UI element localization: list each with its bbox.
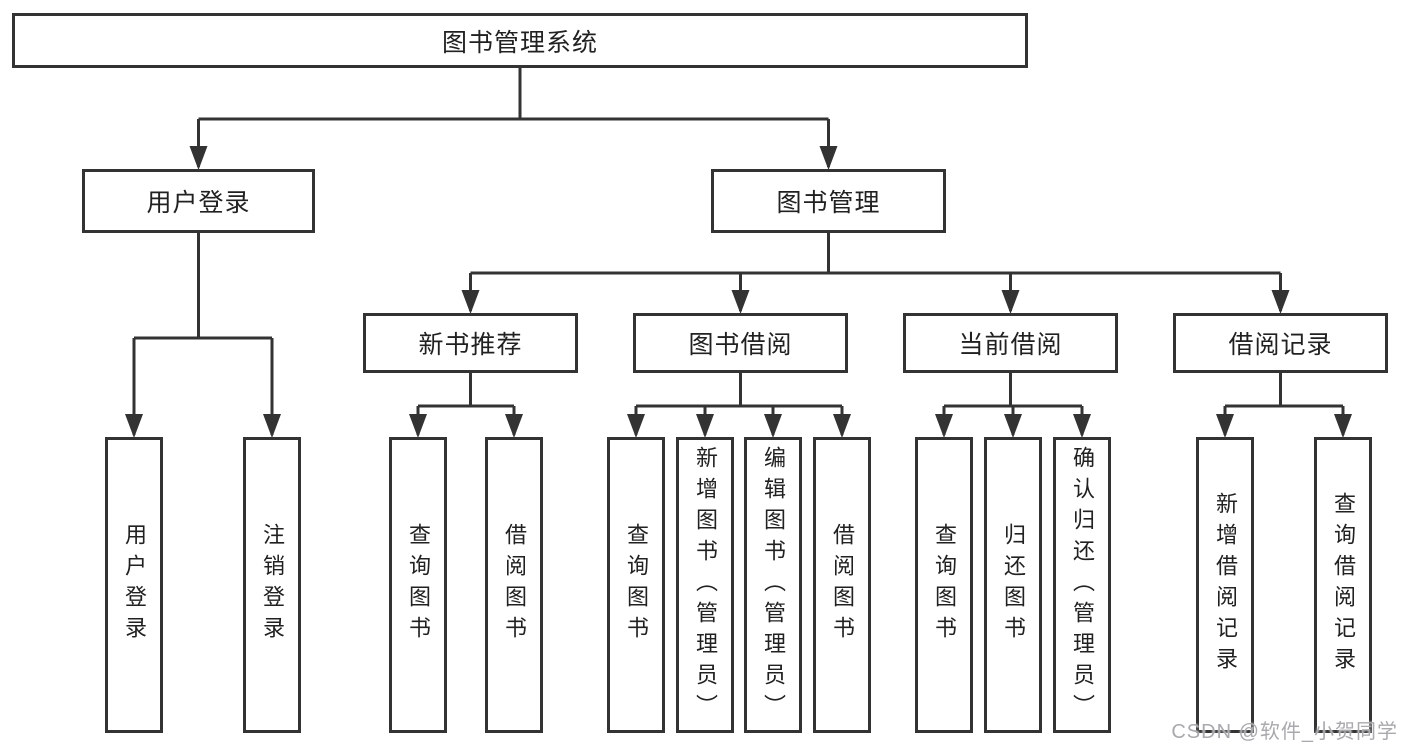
leaf-label: 归还图书 — [1001, 523, 1026, 647]
node-label: 新书推荐 — [418, 331, 523, 359]
leaf-confirm-return-admin: 确认归还（管理员） — [1053, 437, 1111, 733]
leaf-current-query-books: 查询图书 — [915, 437, 973, 733]
node-borrowing-records: 借阅记录 — [1173, 313, 1388, 373]
leaf-recommend-query-books: 查询图书 — [389, 437, 447, 733]
node-new-book-recommendation: 新书推荐 — [363, 313, 578, 373]
leaf-label: 新增图书（管理员） — [693, 445, 718, 725]
leaf-user-login: 用户登录 — [105, 437, 163, 733]
leaf-label: 借阅图书 — [502, 523, 527, 647]
connector-arrows — [125, 119, 1352, 438]
node-current-borrowing: 当前借阅 — [903, 313, 1118, 373]
leaf-borrow-query-books: 查询图书 — [607, 437, 665, 733]
leaf-label: 确认归还（管理员） — [1070, 445, 1095, 725]
leaf-logout: 注销登录 — [243, 437, 301, 733]
node-book-management: 图书管理 — [711, 169, 946, 233]
leaf-label: 用户登录 — [122, 523, 147, 647]
node-user-login: 用户登录 — [82, 169, 315, 233]
csdn-watermark: CSDN @软件_小贺同学 — [1171, 721, 1398, 743]
leaf-edit-books-admin: 编辑图书（管理员） — [744, 437, 802, 733]
leaf-label: 注销登录 — [260, 523, 285, 647]
leaf-query-borrow-record: 查询借阅记录 — [1314, 437, 1372, 733]
node-label: 当前借阅 — [958, 331, 1063, 359]
leaf-return-books: 归还图书 — [984, 437, 1042, 733]
connector-spines — [134, 68, 1343, 408]
node-label: 借阅记录 — [1228, 331, 1333, 359]
leaf-label: 查询图书 — [624, 523, 649, 647]
leaf-label: 新增借阅记录 — [1213, 492, 1238, 678]
node-label: 用户登录 — [146, 189, 251, 217]
leaf-label: 查询借阅记录 — [1331, 492, 1356, 678]
node-label: 图书管理 — [776, 189, 881, 217]
node-book-borrowing: 图书借阅 — [633, 313, 848, 373]
node-label: 图书管理系统 — [441, 28, 598, 57]
node-library-system: 图书管理系统 — [12, 13, 1028, 68]
leaf-label: 借阅图书 — [830, 523, 855, 647]
leaf-borrow-books: 借阅图书 — [813, 437, 871, 733]
leaf-recommend-borrow-books: 借阅图书 — [485, 437, 543, 733]
leaf-add-books-admin: 新增图书（管理员） — [676, 437, 734, 733]
node-label: 图书借阅 — [688, 331, 793, 359]
leaf-label: 查询图书 — [406, 523, 431, 647]
leaf-label: 编辑图书（管理员） — [761, 445, 786, 725]
leaf-label: 查询图书 — [932, 523, 957, 647]
leaf-add-borrow-record: 新增借阅记录 — [1196, 437, 1254, 733]
